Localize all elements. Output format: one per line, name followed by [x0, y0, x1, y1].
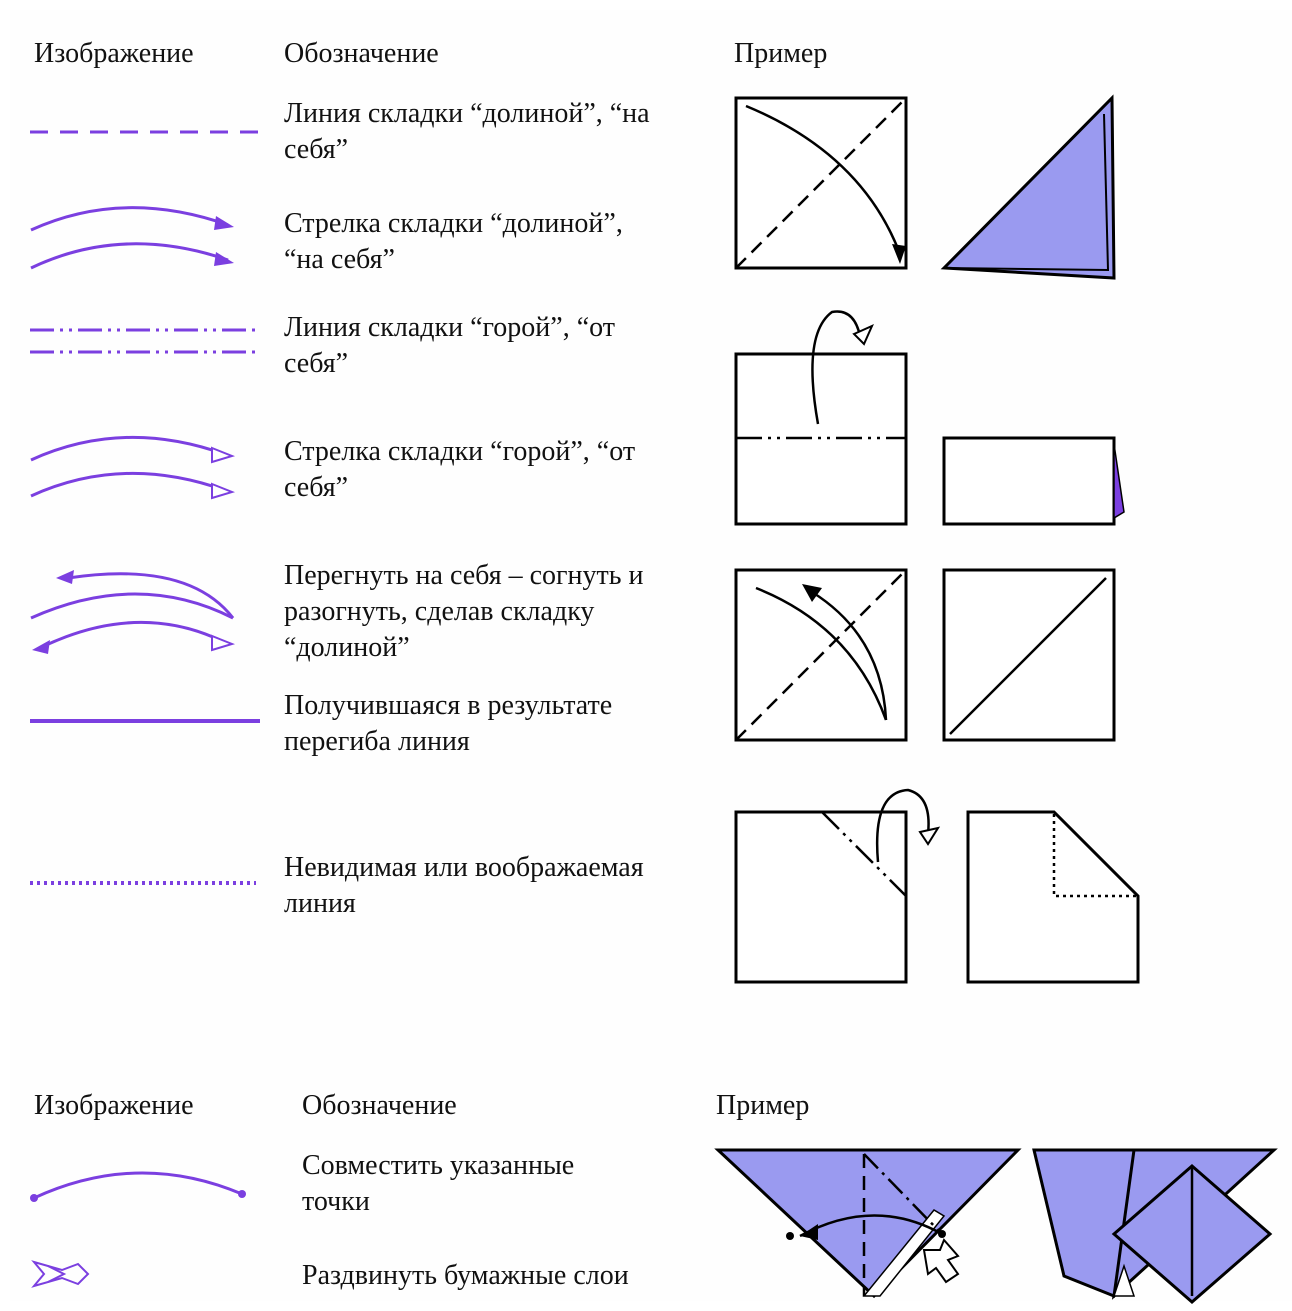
header2-meaning: Обозначение	[302, 1090, 457, 1121]
header-example: Пример	[734, 38, 828, 69]
row-text-hidden-line: Невидимая или воображаемая линия	[284, 852, 644, 919]
row-text-crease-line: Получившаяся в результате перегиба линия	[284, 690, 613, 757]
mountain-fold-arrow-icon	[30, 435, 236, 500]
row-text-valley-fold-arrow: Стрелка складки “долиной”, “на себя”	[284, 208, 623, 275]
fold-unfold-example	[734, 568, 1116, 742]
match-points-example	[714, 1148, 1278, 1304]
valley-fold-line-icon	[30, 130, 260, 134]
header-image: Изображение	[34, 38, 194, 69]
header-meaning: Обозначение	[284, 38, 439, 69]
spread-layers-arrow-icon	[31, 1260, 90, 1288]
row-text-valley-fold-line: Линия складки “долиной”, “на себя”	[284, 98, 650, 165]
hidden-line-example	[734, 788, 1140, 984]
row-text-mountain-fold-line: Линия складки “горой”, “от себя”	[284, 312, 616, 379]
row-text-match-points: Совместить указанные точки	[302, 1150, 575, 1217]
hidden-line-icon	[30, 881, 256, 885]
header2-example: Пример	[716, 1090, 810, 1121]
match-points-arrow-icon	[30, 1171, 246, 1202]
valley-fold-example	[734, 94, 1116, 280]
origami-legend-page: Изображение Обозначение Пример Линия скл…	[10, 10, 1292, 1304]
mountain-fold-example	[734, 310, 1125, 526]
crease-line-icon	[30, 719, 260, 723]
row-text-fold-unfold: Перегнуть на себя – согнуть и разогнуть,…	[284, 560, 644, 663]
valley-fold-arrow-icon	[30, 206, 234, 270]
mountain-fold-line-icon	[30, 328, 260, 354]
row-text-mountain-fold-arrow: Стрелка складки “горой”, “от себя”	[284, 436, 636, 503]
header2-image: Изображение	[34, 1090, 194, 1121]
row-text-spread-layers: Раздвинуть бумажные слои	[302, 1260, 629, 1291]
fold-and-unfold-arrow-icon	[30, 570, 236, 654]
